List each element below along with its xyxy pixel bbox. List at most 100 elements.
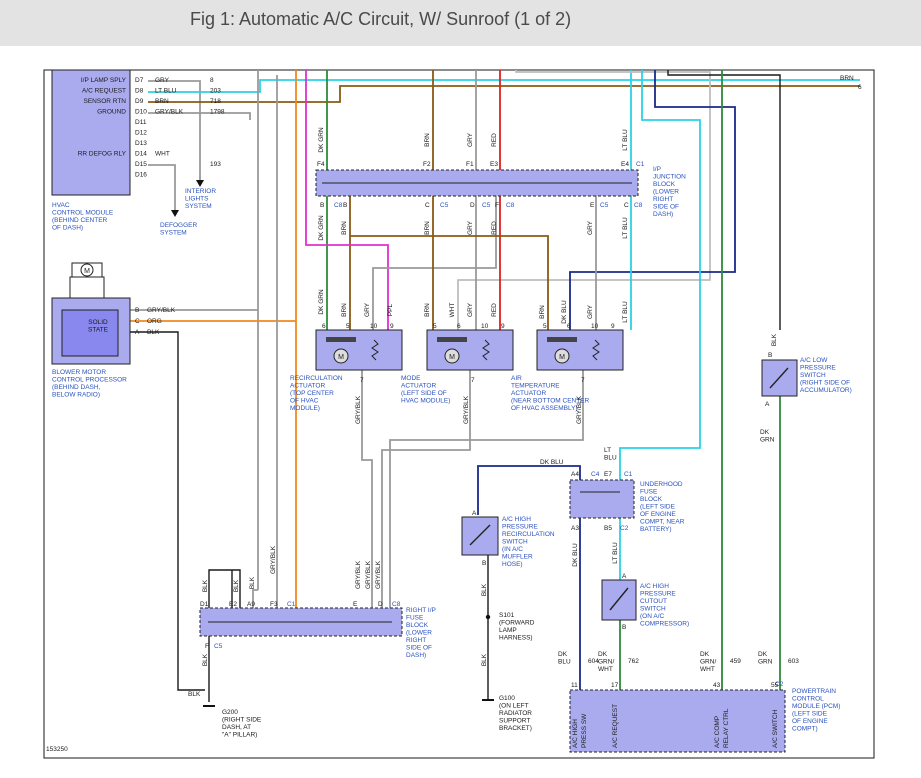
hvac-pin-name: I/P LAMP SPLY — [81, 77, 127, 84]
ac-high-cutout-label: PRESSURE — [640, 591, 676, 598]
rh-fuse-label: (LOWER — [406, 630, 432, 637]
actuator-label-2: AIR — [511, 375, 522, 382]
ip-junction-label: SIDE OF — [653, 204, 679, 211]
actuator-pin: 5 — [433, 323, 437, 330]
ac-high-cutout-label: A/C HIGH — [640, 583, 669, 590]
pin: A3 — [571, 525, 579, 532]
hvac-module-label: HVAC — [52, 202, 70, 209]
solid-state-block — [61, 309, 119, 357]
g200-label: G200 — [222, 709, 238, 716]
hvac-pin-number: D14 — [135, 151, 147, 158]
hvac-pin-wire-color: WHT — [155, 151, 170, 158]
ac-high-cutout-label: (ON A/C — [640, 613, 665, 620]
hvac-pin-wire-color: BRN — [155, 98, 169, 105]
g200-label: "A" PILLAR) — [222, 732, 257, 739]
pcm-wire-color: DK — [758, 651, 768, 658]
hvac-module-label: CONTROL MODULE — [52, 210, 114, 217]
wire-color-label: BLK — [249, 576, 256, 589]
underhood-label: BATTERY) — [640, 526, 672, 533]
hvac-module-label: (BEHIND CENTER — [52, 217, 108, 224]
hvac-pin-number: D7 — [135, 77, 144, 84]
ip-junction-top-conn: C1 — [636, 161, 645, 168]
actuator-label-2: OF HVAC ASSEMBLY) — [511, 405, 578, 412]
pin: B5 — [604, 525, 612, 532]
wire-color-label: RED — [491, 133, 498, 147]
wire-color-label: BRN — [424, 133, 431, 147]
wire-color-label: WHT — [449, 303, 456, 318]
wire — [372, 196, 497, 330]
diagram-frame — [43, 69, 875, 759]
pcm-function: A/C REQUEST — [612, 704, 619, 748]
conn: C8 — [334, 202, 343, 209]
actuator-pin: 5 — [346, 323, 350, 330]
wire-lt-blu-203 — [148, 79, 860, 93]
actuator-label-0: ACTUATOR — [290, 383, 325, 390]
pin: A9 — [247, 601, 255, 608]
s101-label: (FORWARD — [499, 620, 535, 627]
underhood-label: OF ENGINE — [640, 511, 676, 518]
pcm-function: RELAY CTRL — [723, 708, 730, 748]
wire-color-label: BRN — [341, 221, 348, 235]
g100-label: G100 — [499, 695, 515, 702]
pcm-wire-color: WHT — [598, 666, 613, 673]
defogger-label: DEFOGGER — [160, 222, 198, 229]
wire-color-label: GRY — [364, 302, 371, 317]
wire-color-label: BLK — [202, 653, 209, 666]
actuator-gear — [437, 337, 467, 342]
wire-color-label: DK GRN — [318, 127, 325, 153]
ac-high-cutout-label: COMPRESSOR) — [640, 621, 689, 628]
ac-high-recirc-label: SWITCH — [502, 539, 528, 546]
solid-state-label: SOLID — [88, 319, 108, 326]
wire-color-label: LT BLU — [612, 542, 619, 564]
brn-top-right-num: 6 — [858, 84, 862, 91]
rh-fuse-label: DASH) — [406, 652, 426, 659]
wire-color-label: BLK — [771, 333, 778, 346]
actuator-label-1: HVAC MODULE) — [401, 398, 450, 405]
blower-wire-color: BLK — [147, 329, 160, 336]
ip-junction-label: DASH) — [653, 211, 673, 218]
wire-color-label: GRY — [467, 302, 474, 317]
actuator-resistor — [371, 339, 379, 361]
ac-high-recirc-label: PRESSURE — [502, 524, 538, 531]
conn: C8 — [634, 202, 643, 209]
ac-low-label: SWITCH — [800, 372, 826, 379]
actuator-bottom-pin: 7 — [581, 377, 585, 384]
pin: A — [622, 573, 627, 580]
wire-color-label: GRY/BLK — [576, 395, 583, 424]
s101-label: S101 — [499, 612, 515, 619]
wire-color-label: LT BLU — [622, 301, 629, 323]
ac-high-recirc-label: MUFFLER — [502, 554, 533, 561]
wire-color-label: DK BLU — [572, 543, 579, 567]
conn: C1 — [287, 601, 296, 608]
wire-wht-mode — [457, 70, 711, 330]
actuator-label-1: ACTUATOR — [401, 383, 436, 390]
wire-color-label: BRN — [424, 303, 431, 317]
rh-fuse-label: BLOCK — [406, 622, 429, 629]
actuator-pin: 10 — [591, 323, 599, 330]
interior-lights-label: LIGHTS — [185, 196, 209, 203]
hvac-pin-circuit: 718 — [210, 98, 221, 105]
actuator-motor-icon — [444, 348, 460, 364]
ac-low-label: (RIGHT SIDE OF — [800, 380, 850, 387]
pin: D — [378, 601, 383, 608]
pin: D — [470, 202, 475, 209]
wire-color-label: BLK — [481, 583, 488, 596]
pin: B — [768, 352, 772, 359]
wire-color-label: LT BLU — [622, 129, 629, 151]
hvac-pin-wire-color: LT BLU — [155, 88, 177, 95]
pcm-wire-color: BLU — [558, 659, 571, 666]
pcm-function: A/C SWITCH — [772, 709, 779, 748]
actuator-label-0: MODULE) — [290, 405, 320, 412]
actuator-motor-label: M — [559, 354, 565, 361]
wire-color-label: BLK — [233, 579, 240, 592]
wire-color-label: LT BLU — [622, 217, 629, 239]
underhood-label: BLOCK — [640, 496, 663, 503]
wire-color-label: RED — [491, 303, 498, 317]
hvac-pin-name: GROUND — [97, 109, 126, 116]
title-bar: Fig 1: Automatic A/C Circuit, W/ Sunroof… — [0, 0, 921, 46]
underhood-fuse-box — [569, 479, 635, 519]
pin: B — [622, 624, 626, 631]
pcm-wire-color: DK — [598, 651, 608, 658]
pcm-function: A/C COMP — [714, 716, 721, 748]
actuator-label-0: (TOP CENTER — [290, 390, 334, 397]
